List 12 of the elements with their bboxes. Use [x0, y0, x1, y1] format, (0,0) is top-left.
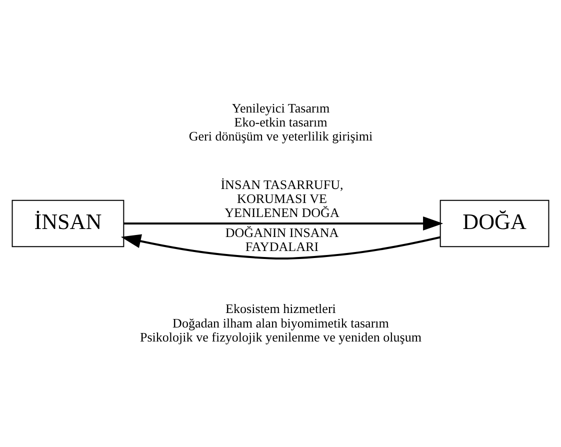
- label: Eko-etkin tasarım: [234, 114, 328, 130]
- node-box: İNSAN: [12, 200, 124, 248]
- label: Ekosistem hizmetleri: [226, 301, 336, 316]
- label: Geri dönüşüm ve yeterlilik girişimi: [188, 128, 373, 144]
- label: Doğadan ilham alan biyomimetik tasarım: [172, 315, 389, 330]
- label: Yenileyici Tasarım: [232, 100, 330, 116]
- label: Psikolojik ve fizyolojik yenilenme ve yeniden oluşum: [140, 329, 422, 344]
- node-box: DOĞA: [440, 200, 550, 248]
- arrow: [120, 234, 441, 260]
- edge-label: İNSAN TASARRUFU, KORUMASI VE YENILENEN DOĞA: [220, 176, 344, 220]
- arrow: [124, 216, 444, 231]
- edge-label: DOĞANIN INSANA FAYDALARI: [225, 224, 339, 254]
